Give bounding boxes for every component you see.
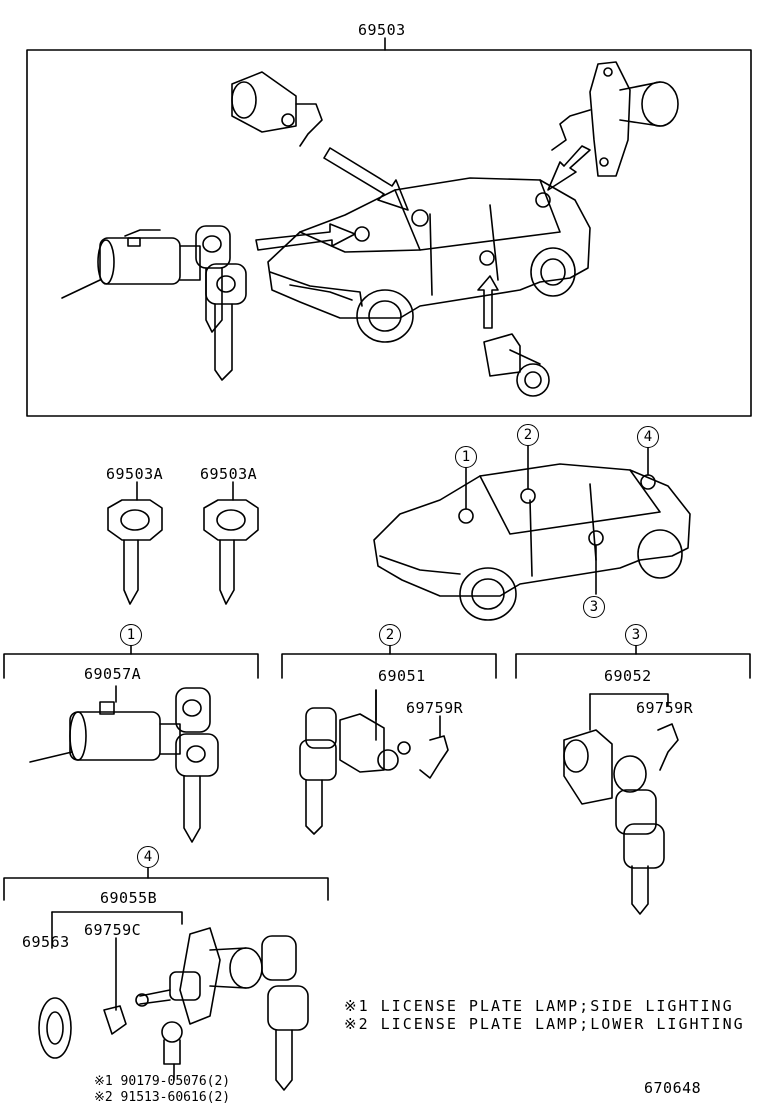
top-door-lock-left (231, 71, 323, 147)
top-door-cylinder (483, 333, 550, 397)
section2-number: 2 (379, 624, 401, 646)
key-pair (107, 481, 259, 605)
section4-back-door-lock (38, 911, 309, 1091)
top-car (267, 177, 591, 343)
callout-3: 3 (583, 596, 605, 618)
section1-ignition (29, 685, 219, 843)
figure-code: 670648 (644, 1079, 702, 1097)
section4-left-part-number: 69563 (22, 933, 70, 951)
section2-sub-part-number: 69759R (406, 699, 464, 717)
top-arrows (255, 145, 591, 329)
callout-1: 1 (455, 446, 477, 468)
section3-bracket (515, 653, 751, 679)
key-left-part-number: 69503A (106, 465, 164, 483)
section2-door-lock (299, 689, 449, 835)
section2-bracket (281, 653, 497, 679)
key-right-part-number: 69503A (200, 465, 258, 483)
section4-number: 4 (137, 846, 159, 868)
middle-car (373, 445, 691, 621)
bolt-spec-1: ※1 90179-05076(2) (94, 1074, 231, 1089)
section1-number: 1 (120, 624, 142, 646)
top-ignition-cylinder (61, 225, 247, 381)
section3-part-number: 69052 (604, 667, 652, 685)
note-2: ※2 LICENSE PLATE LAMP;LOWER LIGHTING (344, 1015, 745, 1033)
top-frame (26, 49, 752, 417)
section4-sub-part-number: 69759C (84, 921, 142, 939)
section3-door-lock (563, 693, 679, 915)
top-back-door-lock (551, 61, 679, 177)
section4-bracket (3, 877, 329, 901)
callout-2: 2 (517, 424, 539, 446)
section3-sub-part-number: 69759R (636, 699, 694, 717)
section1-part-number: 69057A (84, 665, 142, 683)
main-part-number: 69503 (358, 21, 406, 39)
section3-number: 3 (625, 624, 647, 646)
section4-part-number: 69055B (100, 889, 158, 907)
section2-part-number: 69051 (378, 667, 426, 685)
callout-4: 4 (637, 426, 659, 448)
bolt-spec-2: ※2 91513-60616(2) (94, 1090, 231, 1105)
note-1: ※1 LICENSE PLATE LAMP;SIDE LIGHTING (344, 997, 734, 1015)
